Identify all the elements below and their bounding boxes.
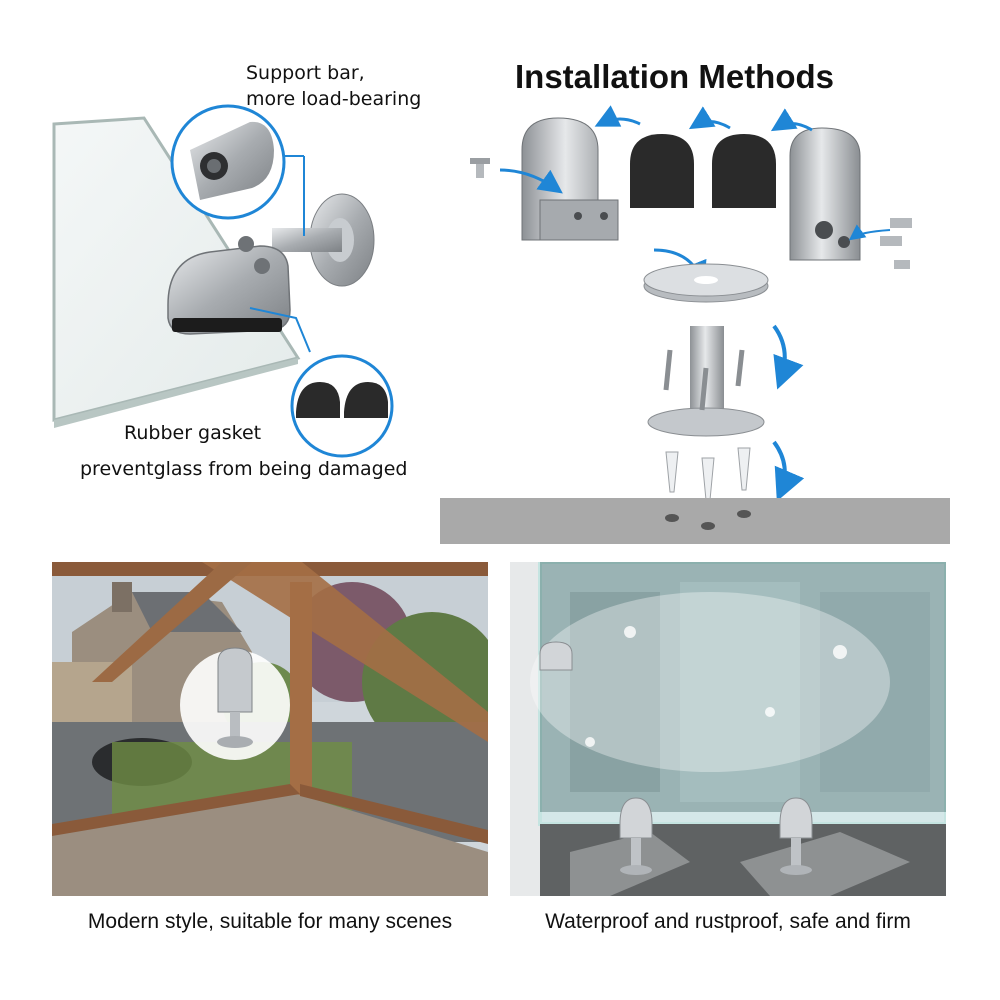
clamp-glass-drawing: [52, 104, 394, 458]
wall-block: [440, 498, 950, 544]
gasket-label-1: Rubber gasket: [124, 422, 262, 444]
waterproof-scene-drawing: [510, 562, 946, 896]
clamp-illustration: [40, 60, 460, 520]
installation-title: Installation Methods: [515, 58, 835, 95]
support-bar-label-1: Support bar,: [246, 62, 365, 84]
installation-steps-drawing: [440, 105, 950, 544]
gasket-label-2: preventglass from being damaged: [80, 458, 408, 480]
caption-right: Waterproof and rustproof, safe and firm: [545, 910, 911, 933]
support-bar-label-2: more load-bearing: [246, 88, 422, 110]
installation-diagram: [440, 100, 960, 545]
balcony-scene-drawing: [52, 562, 488, 896]
caption-left: Modern style, suitable for many scenes: [87, 910, 453, 933]
balcony-photo: [52, 562, 488, 896]
curved-arrow-icon: [499, 168, 563, 194]
screw-icon: [470, 158, 490, 178]
waterproof-photo: [510, 562, 946, 896]
